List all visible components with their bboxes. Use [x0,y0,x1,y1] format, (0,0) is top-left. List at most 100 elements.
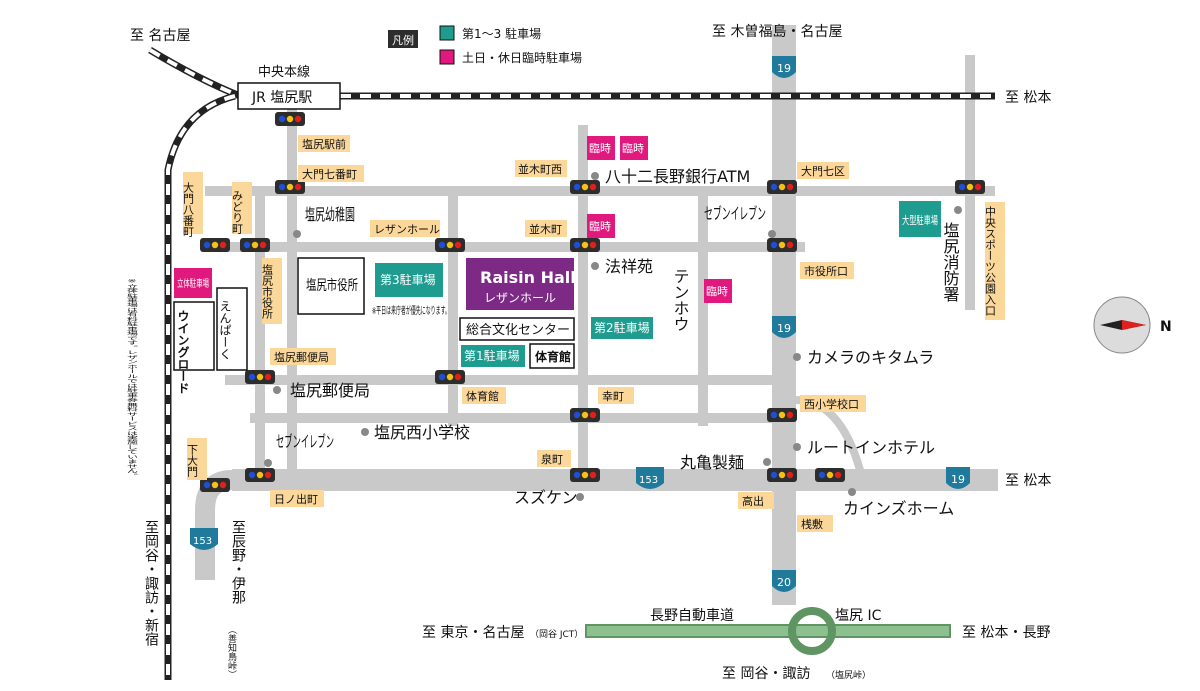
dir-matsumoto-mid: 至 松本 [1005,473,1051,489]
legend: 凡例 第1～3 駐車場 土日・休日臨時駐車場 [388,25,582,65]
traffic-light-icon [570,238,600,252]
route-153-shield-east: 153 [636,467,664,489]
dir-tatsuno: 至辰野・伊那 [230,520,246,605]
wing-road-name: ウイングロード [176,310,190,394]
traffic-light-icon [767,238,797,252]
traffic-light-icon [815,468,845,482]
route-153-shield-south: 153 [190,528,218,550]
parking-multistory-label: 立体駐車場 [177,277,209,290]
parking-2 [589,315,655,341]
compass-label: N [1160,319,1172,335]
label-shimo-daimon: 下大門 [186,444,199,478]
parking-2-label: 第2駐車場 [594,320,650,335]
label-daimon-8bancho: 大門八番町 [182,181,195,237]
route-19-shield-east: 19 [946,467,970,489]
temp-parking-1-label: 臨時 [589,142,611,155]
label-shiojiri-yubinkyoku: 塩尻郵便局 [274,350,329,364]
traffic-light-icon [245,370,275,384]
dir-tatsuno-sub: （善知鳥峠） [226,625,237,679]
enpark-name: えんぱーく [218,300,232,360]
label-nishi-shogakkoguchi: 西小学校口 [804,397,859,411]
dot-cainz [848,488,856,496]
lm-kindergarten: 塩尻幼稚園 [305,205,355,224]
label-midoricho: みどり町 [231,190,244,234]
culture-center-name: 総合文化センター [466,323,570,338]
landmarks [264,172,962,501]
label-shiojiri-shiyakusho: 塩尻市役所 [261,263,274,320]
traffic-light-icon [767,468,797,482]
station-box [237,82,341,110]
lm-cainz: カインズホーム [843,499,954,518]
venue-box [466,258,574,310]
railway: 中央本線 JR 塩尻駅 [148,46,995,680]
parking-multistory [174,268,212,298]
traffic-light-icon [200,238,230,252]
lm-suzuken: スズケン [514,488,578,507]
svg-text:20: 20 [777,576,791,589]
intersection-labels: 塩尻駅前 大門七番町 並木町西 大門七区 大門八番町 みどり町 レザンホール 並… [182,135,1005,532]
road-v3 [698,196,708,426]
lm-routeinn: ルートインホテル [807,438,935,457]
parking-3 [373,261,445,299]
dot-school [361,428,369,436]
directions: 至 名古屋 至 木曽福島・名古屋 至 松本 至 松本 至 東京・名古屋 （岡谷 … [130,24,1051,682]
label-shiyakushoguchi: 市役所口 [804,264,848,278]
west-road [255,195,265,475]
dot-marugame [763,458,771,466]
svg-text:19: 19 [777,62,791,75]
traffic-light-icon [275,112,305,126]
label-saiwaicho: 幸町 [602,390,624,403]
route-shields: 19 19 19 20 153 153 [190,56,970,592]
dir-nagoya: 至 名古屋 [130,28,190,44]
traffic-light-icon [767,180,797,194]
lm-post: 塩尻郵便局 [290,381,370,400]
middle-road [205,242,805,252]
legend-regular: 第1～3 駐車場 [462,26,541,41]
venue-name-en: Raisin Hall [480,268,576,287]
svg-text:153: 153 [639,475,658,486]
route-19-road [772,25,796,605]
parking-3-note: ※平日は来庁者が優先になります。 [372,304,450,317]
city-hall-box [297,257,365,315]
temp-parking-3 [587,214,615,238]
temp-parking-3-label: 臨時 [589,220,611,233]
parking-3-label: 第3駐車場 [380,272,436,287]
dir-okaya-left: 至岡谷・諏訪・新宿 [143,520,159,646]
lm-marugame: 丸亀製麺 [680,453,744,472]
parking-note: ※立体駐車場は有料駐車場です。レザンホールでは駐車券無料サービスは実施していませ… [126,278,139,478]
post-office-road [225,375,780,385]
route-153-road [232,469,998,491]
parking-1-label: 第1駐車場 [464,348,520,363]
label-izumicho: 泉町 [541,452,563,466]
label-hinodecho: 日ノ出町 [274,492,318,506]
dot-seven-1 [768,230,776,238]
temp-parking-4 [704,279,732,303]
route-20-shield: 20 [772,570,796,592]
buildings: 塩尻市役所 Raisin Hall レザンホール 総合文化センター 体育館 えん… [173,257,576,394]
parking-big-label: 大型駐車場 [902,213,938,227]
dot-hoshoen [591,262,599,270]
lm-hoshoen: 法祥苑 [605,257,653,276]
venue-name-ja: レザンホール [484,291,556,305]
route-19-shield-north: 19 [772,56,796,78]
lm-tenhou: テンホウ [671,268,690,332]
lm-kitamura: カメラのキタムラ [807,348,934,367]
lm-seven-2: セブンイレブン [276,432,334,451]
dot-seven-2 [264,459,272,467]
dot-post [273,386,281,394]
parking: 第3駐車場 ※平日は来庁者が優先になります。 第2駐車場 第1駐車場 大型駐車場… [174,136,943,369]
legend-temporary: 土日・休日臨時駐車場 [462,50,582,65]
lm-fire: 塩尻消防署 [941,222,960,302]
dir-tokyo: 至 東京・名古屋 [422,625,524,641]
parking-big [897,199,943,239]
station-road [287,100,297,475]
road-v1 [448,196,458,426]
dot-suzuken [576,493,584,501]
traffic-light-icon [570,408,600,422]
dir-kisofukushima: 至 木曽福島・名古屋 [712,24,842,40]
enpark-box [216,287,248,371]
lm-school: 塩尻西小学校 [374,423,470,442]
traffic-light-icon [570,468,600,482]
rail-line-name: 中央本線 [258,64,310,80]
